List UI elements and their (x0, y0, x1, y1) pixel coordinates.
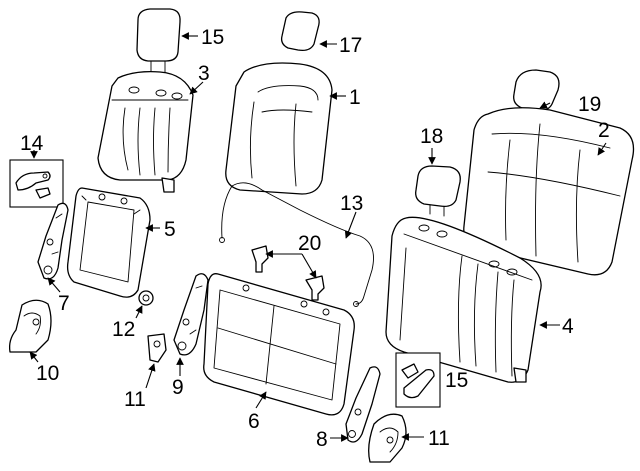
part-19-headrest (513, 69, 560, 112)
part-15-inset-right (395, 352, 441, 408)
part-16-headrest (136, 8, 181, 73)
callout-10: 10 (36, 362, 59, 385)
callout-8: 8 (316, 428, 328, 451)
callout-9: 9 (172, 376, 184, 399)
part-3-seatback (97, 70, 194, 193)
callout-1: 1 (349, 86, 361, 109)
part-15-inset-left (9, 159, 64, 208)
part-20-pins (251, 245, 325, 301)
part-18-headrest (280, 11, 320, 52)
callout-3: 3 (198, 62, 210, 85)
callout-18: 17 (339, 34, 362, 57)
part-13-clip (138, 290, 154, 306)
callout-15-right: 15 (445, 369, 468, 392)
callout-19: 19 (578, 93, 601, 116)
callout-15-left: 14 (20, 132, 44, 155)
part-9-hinge (173, 273, 209, 356)
part-17-headrest (415, 165, 461, 217)
callout-17: 18 (420, 125, 443, 148)
part-11-cover (368, 413, 407, 463)
callout-11: 11 (428, 427, 450, 450)
callout-14: 13 (340, 192, 363, 215)
leader-lines (29, 32, 607, 442)
callout-12: 11 (124, 388, 146, 411)
part-14-wire (219, 182, 374, 307)
part-4-seatback (385, 216, 542, 383)
callout-labels: 15 3 17 1 19 2 18 14 5 13 20 7 12 4 10 1… (20, 26, 610, 451)
part-6-seatframe (203, 273, 355, 416)
part-1-seatback (225, 62, 333, 195)
callout-5: 5 (164, 218, 176, 241)
part-7-hinge (37, 202, 69, 280)
part-2-seatback (463, 107, 635, 276)
part-12-bracket (147, 333, 167, 363)
part-10-cover (8, 299, 52, 353)
callout-2: 2 (598, 119, 610, 142)
callout-13: 12 (112, 318, 135, 341)
callout-16: 15 (201, 26, 224, 49)
callout-6: 6 (248, 410, 260, 433)
callout-4: 4 (562, 315, 574, 338)
callout-7: 7 (58, 292, 70, 315)
callout-20: 20 (298, 232, 321, 255)
part-5-backframe (66, 187, 151, 298)
